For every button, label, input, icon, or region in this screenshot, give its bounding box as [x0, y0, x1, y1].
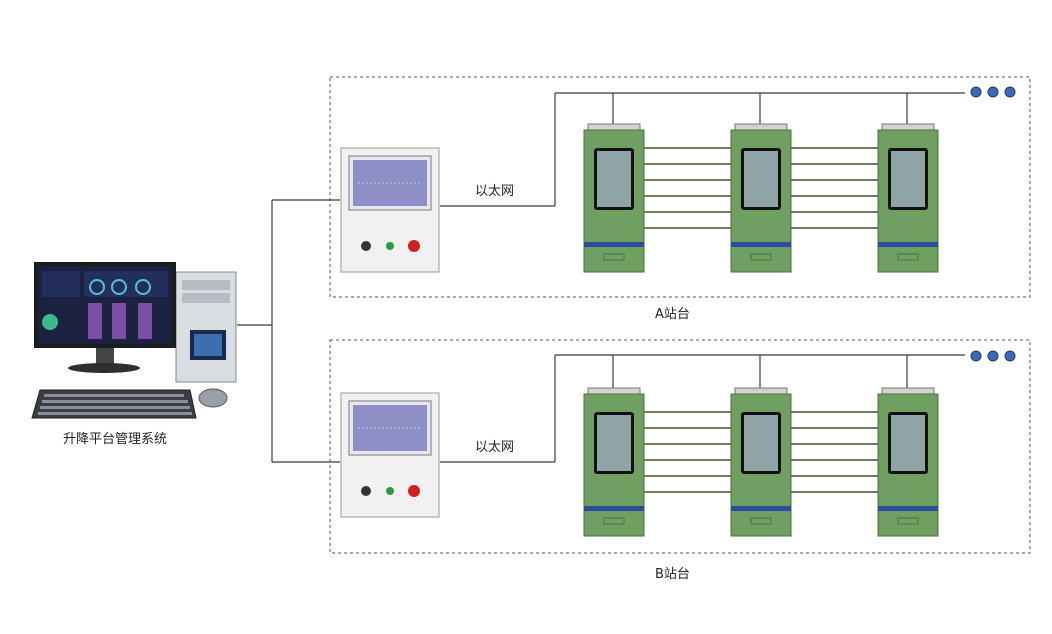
station-a-box [329, 76, 1031, 298]
host-links [237, 199, 340, 463]
station-b-ethernet [440, 354, 965, 463]
station-b-label: B站台 [655, 567, 690, 582]
station-b-control-cabinet-icon [340, 392, 440, 518]
computer-icon [31, 262, 237, 419]
platform-gate-icon [730, 123, 792, 273]
station-b-gates [583, 387, 939, 537]
platform-gate-icon [730, 387, 792, 537]
platform-gate-icon [877, 387, 939, 537]
station-a-label: A站台 [655, 307, 690, 322]
station-a-ethernet [440, 92, 965, 207]
platform-gate-icon [877, 123, 939, 273]
station-b-ellipsis-icon [970, 350, 1016, 362]
host-system-label: 升降平台管理系统 [63, 432, 168, 447]
station-a-control-cabinet-icon [340, 147, 440, 273]
ethernet-label-b: 以太网 [475, 440, 515, 455]
station-a-gates [583, 123, 939, 273]
station-b-box [329, 339, 1031, 554]
platform-gate-icon [583, 123, 645, 273]
station-a-ellipsis-icon [970, 86, 1016, 98]
platform-gate-icon [583, 387, 645, 537]
ethernet-label-a: 以太网 [475, 184, 515, 199]
